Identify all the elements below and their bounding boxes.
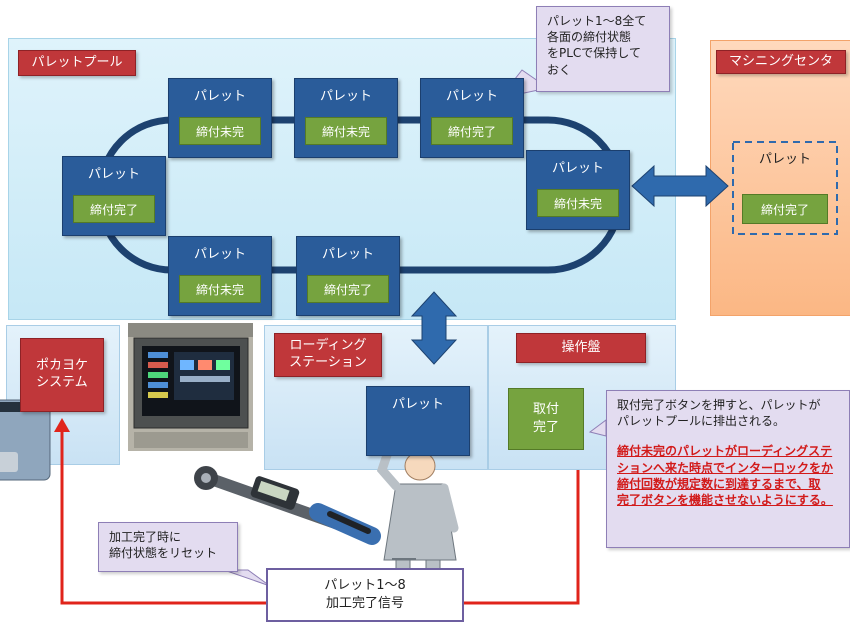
machining-pallet-slot bbox=[732, 141, 838, 235]
info-callout: 取付完了ボタンを押すと、パレットが パレットプールに排出される。 締付未完のパレ… bbox=[606, 390, 850, 548]
pallet-label: パレット bbox=[391, 397, 444, 412]
touch-panel-photo bbox=[128, 323, 253, 451]
status-open: 締付未完 bbox=[179, 117, 261, 145]
reset-note: 加工完了時に 締付状態をリセット bbox=[98, 522, 238, 572]
machining-center-title: マシニングセンタ bbox=[716, 50, 846, 74]
mount-complete-button[interactable]: 取付 完了 bbox=[508, 388, 584, 450]
control-panel-title: 操作盤 bbox=[516, 333, 646, 363]
pallet-label: パレット bbox=[193, 247, 246, 262]
pallet-label: パレット bbox=[319, 89, 372, 104]
pallet-label: パレット bbox=[551, 161, 604, 176]
status-done: 締付完了 bbox=[307, 275, 389, 303]
status-open: 締付未完 bbox=[537, 189, 619, 217]
machining-pallet-label: パレット bbox=[758, 152, 811, 167]
pallet-top-3: パレット 締付完了 bbox=[420, 78, 524, 158]
pallet-left: パレット 締付完了 bbox=[62, 156, 166, 236]
pallet-top-1: パレット 締付未完 bbox=[168, 78, 272, 158]
plc-note: パレット1～8全て 各面の締付状態 をPLCで保持して おく bbox=[536, 6, 670, 92]
pallet-top-2: パレット 締付未完 bbox=[294, 78, 398, 158]
info-text: 取付完了ボタンを押すと、パレットが パレットプールに排出される。 bbox=[617, 398, 821, 429]
pallet-label: パレット bbox=[445, 89, 498, 104]
machining-center-area bbox=[710, 40, 850, 316]
pallet-label: パレット bbox=[87, 167, 140, 182]
reset-signal-line bbox=[60, 428, 268, 605]
status-done: 締付完了 bbox=[431, 117, 513, 145]
pool-loading-arrow bbox=[410, 291, 458, 365]
pool-machining-arrow bbox=[631, 164, 729, 208]
poka-yoke-title: ポカヨケ システム bbox=[20, 338, 104, 412]
loading-pallet: パレット bbox=[366, 386, 470, 456]
status-open: 締付未完 bbox=[305, 117, 387, 145]
completion-signal-box: パレット1～8 加工完了信号 bbox=[266, 568, 464, 622]
machining-status-done: 締付完了 bbox=[742, 194, 828, 224]
pallet-bottom-1: パレット 締付未完 bbox=[168, 236, 272, 316]
pallet-pool-title: パレットプール bbox=[18, 50, 136, 76]
panel-signal-line bbox=[462, 470, 580, 605]
loading-station-title: ローディング ステーション bbox=[274, 333, 382, 377]
pallet-right: パレット 締付未完 bbox=[526, 150, 630, 230]
sensor-device-photo bbox=[0, 399, 51, 481]
info-warning: 締付未完のパレットがローディングステ ションへ来た時点でインターロックをか 締付… bbox=[617, 444, 834, 507]
torque-wrench-photo bbox=[194, 466, 381, 545]
pallet-label: パレット bbox=[193, 89, 246, 104]
info-tail bbox=[588, 419, 607, 437]
status-open: 締付未完 bbox=[179, 275, 261, 303]
pallet-label: パレット bbox=[321, 247, 374, 262]
reset-signal-arrowhead bbox=[54, 418, 70, 432]
status-done: 締付完了 bbox=[73, 195, 155, 223]
pallet-bottom-2: パレット 締付完了 bbox=[296, 236, 400, 316]
reset-note-tail bbox=[223, 569, 271, 587]
